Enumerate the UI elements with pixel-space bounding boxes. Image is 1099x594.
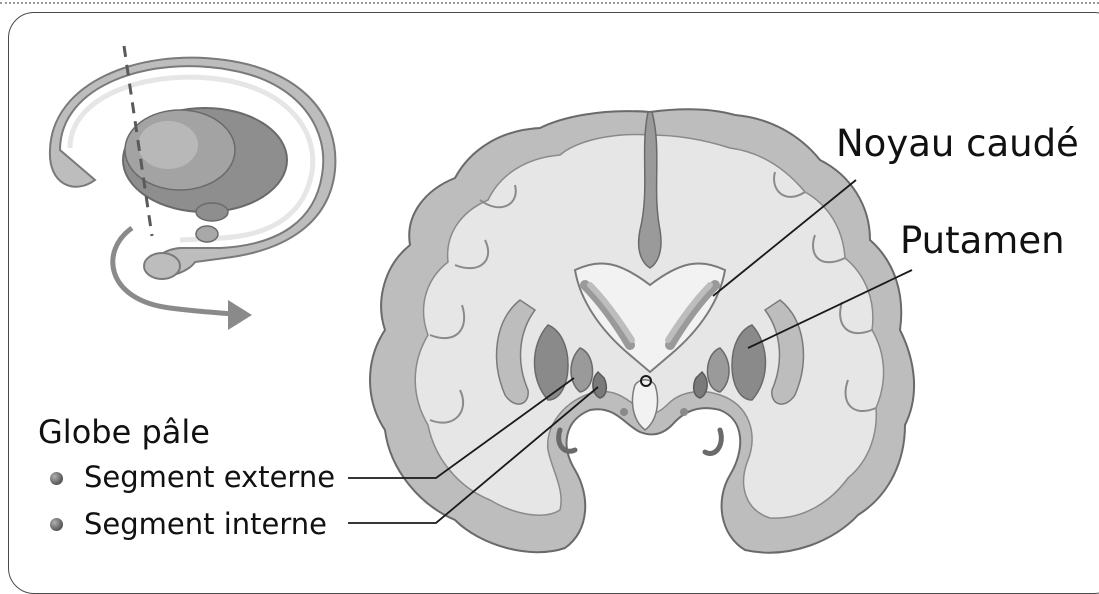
label-noyau-caude: Noyau caudé bbox=[836, 125, 1079, 162]
arrow-head-icon bbox=[228, 300, 252, 330]
label-segment-interne: Segment interne bbox=[84, 510, 327, 539]
basal-ganglia-3d-inset bbox=[50, 46, 336, 330]
bullet-icon bbox=[50, 518, 63, 531]
label-putamen: Putamen bbox=[900, 222, 1065, 259]
label-globe-pale: Globe pâle bbox=[38, 416, 210, 448]
label-segment-externe: Segment externe bbox=[84, 463, 335, 492]
coronal-brain-section bbox=[370, 109, 914, 552]
bullet-icon bbox=[50, 472, 63, 485]
subthalamic-nucleus bbox=[196, 203, 228, 221]
amygdala bbox=[144, 253, 180, 279]
substantia-nigra bbox=[196, 226, 218, 242]
